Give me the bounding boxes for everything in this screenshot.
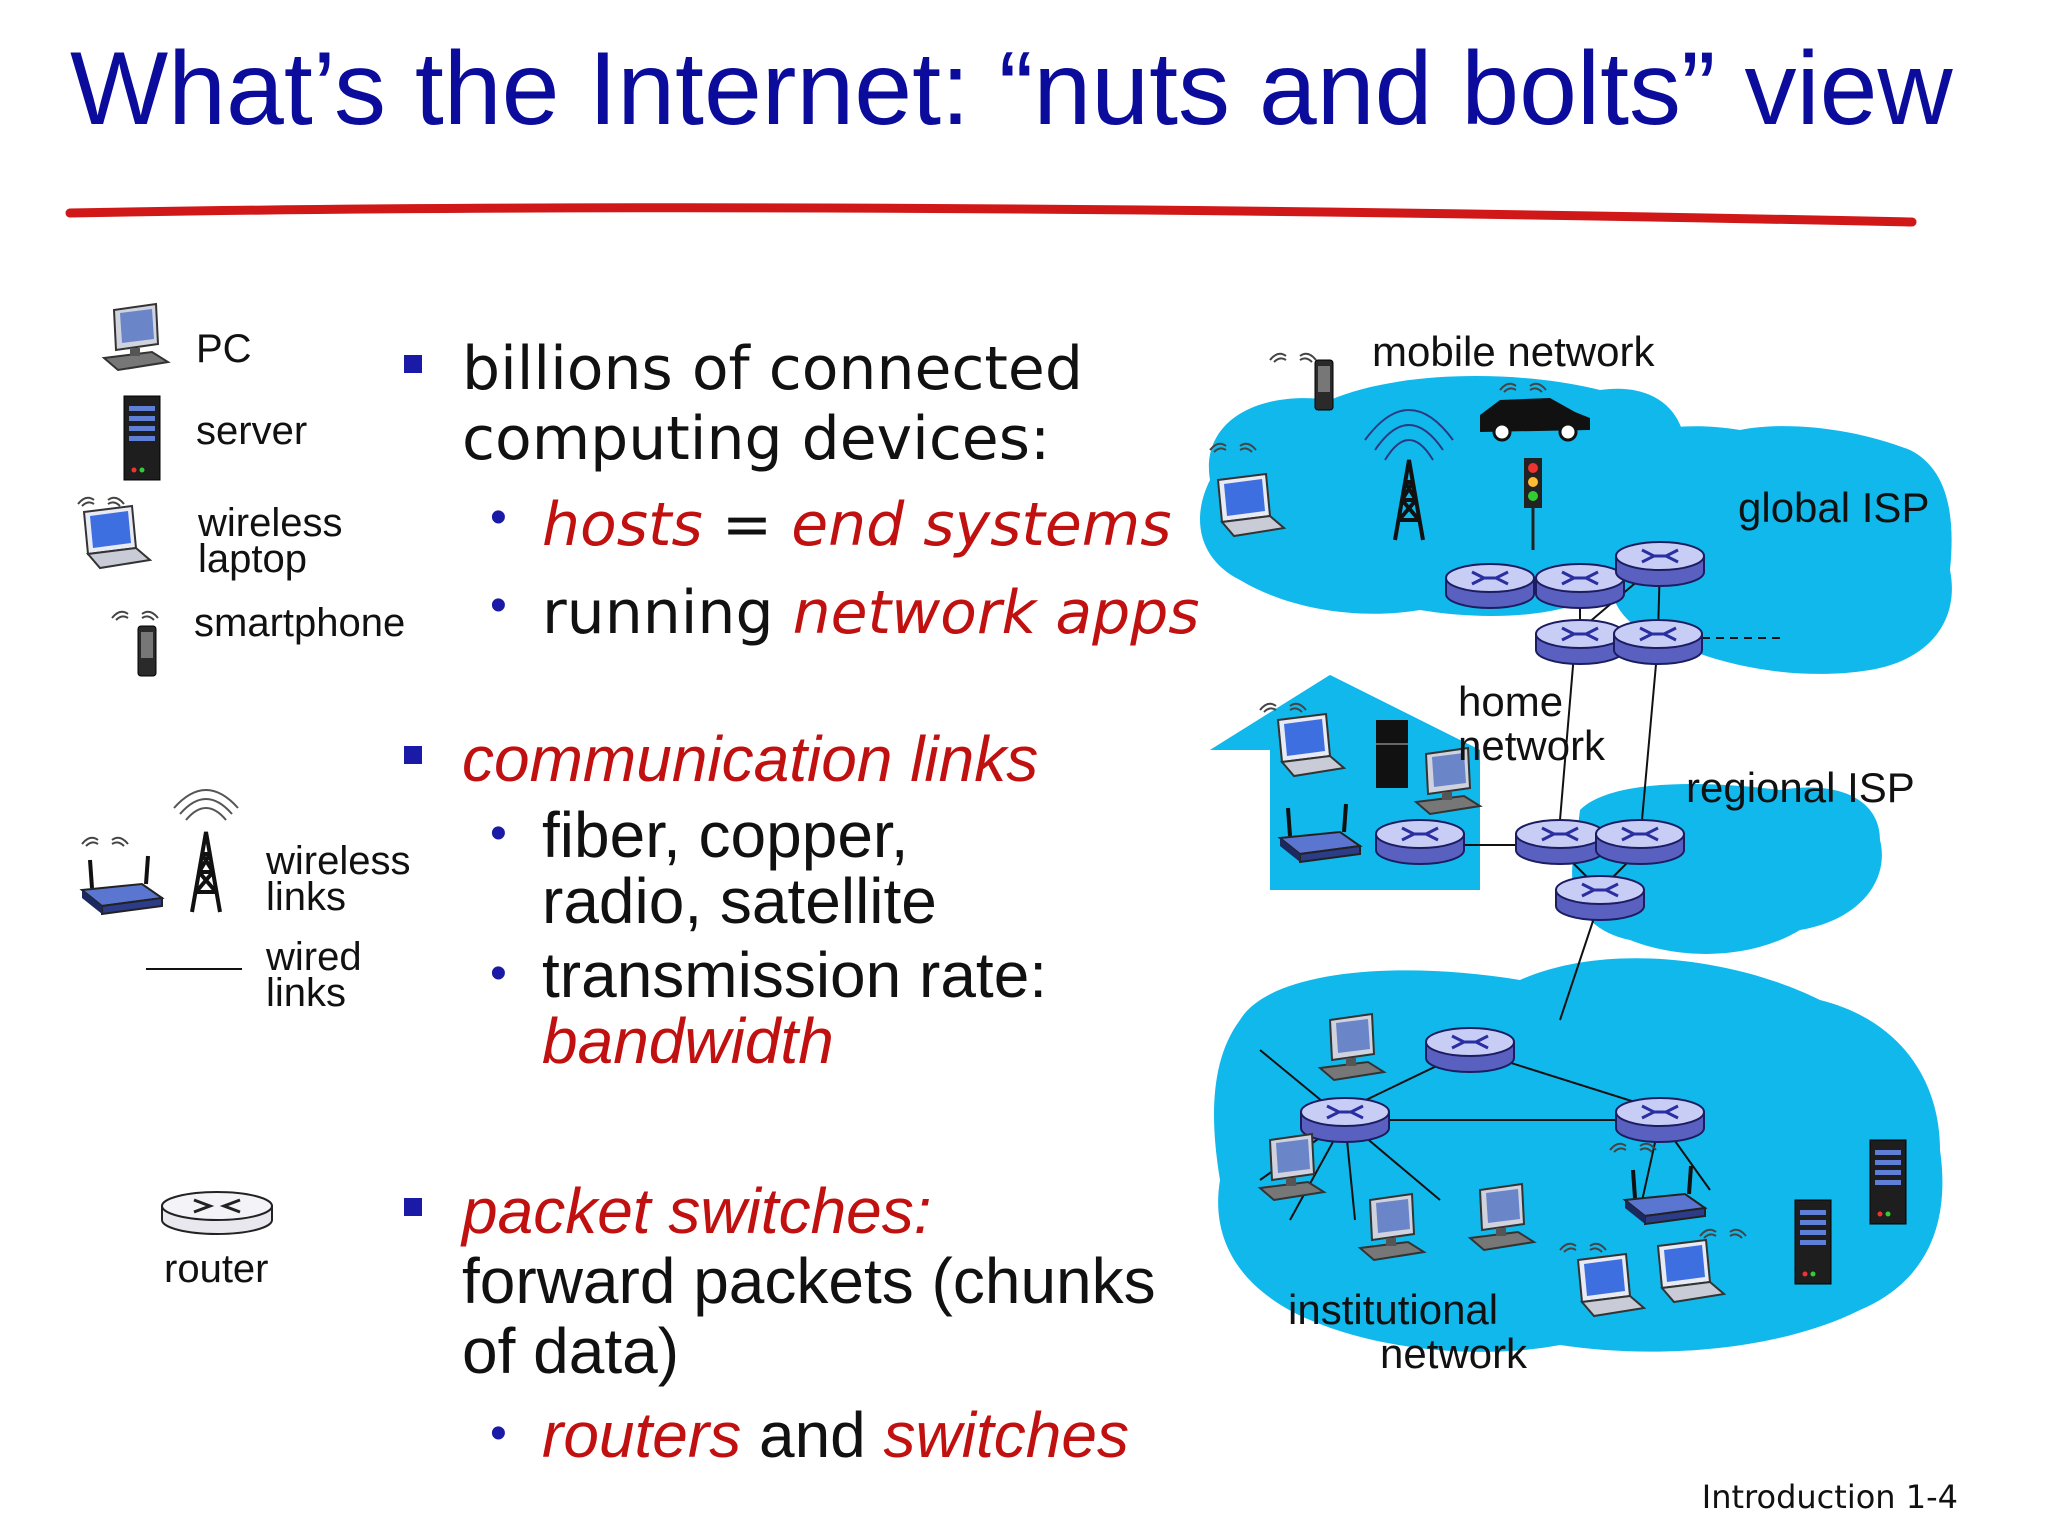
slide-footer: Introduction 1-4 [1701, 1478, 1958, 1516]
server-icon [1794, 1199, 1832, 1285]
router-icon [1612, 618, 1704, 666]
term-bandwidth: bandwidth [542, 1005, 834, 1077]
sub-bullet-dot: • [490, 579, 507, 632]
sub-bullet-dot: • [490, 491, 507, 544]
wired-link-line [146, 968, 242, 970]
regional-isp-label: regional ISP [1686, 764, 1915, 811]
router-icon [1299, 1096, 1391, 1144]
legend-wired-links-label-1: wired [266, 935, 362, 979]
legend-smartphone-label: smartphone [194, 601, 406, 645]
and-text: and [741, 1399, 884, 1471]
bullet-2-line-1: communication links [462, 723, 1039, 795]
bullet-3-sub-1: routers and switches [542, 1400, 1129, 1470]
router-icon [1514, 818, 1606, 866]
router-icon [1534, 562, 1626, 610]
router-icon [1594, 818, 1686, 866]
smartphone-icon [111, 610, 159, 677]
smartphone-icon [1314, 359, 1334, 411]
router-icon [1614, 540, 1706, 588]
network-diagram [1200, 352, 1952, 1352]
equals-sign: = [702, 490, 792, 560]
sub-bullet-dot: • [490, 807, 507, 860]
legend-router-label: router [164, 1247, 269, 1291]
sub-bullet-dot: • [490, 947, 507, 1000]
term-network-apps: network apps [792, 578, 1200, 648]
legend-server-label: server [196, 409, 308, 453]
router-icon [1554, 874, 1646, 922]
bullet-1-sub-2: running network apps [542, 578, 1200, 648]
bullet-3-line-3: of data) [462, 1315, 680, 1387]
legend-wireless-links-label-2: links [266, 875, 347, 919]
wireless-waves-icon [1269, 352, 1317, 363]
slide-title: What’s the Internet: “nuts and bolts” vi… [70, 31, 1953, 147]
router-icon [1424, 1026, 1516, 1074]
term-switches: switches [883, 1399, 1129, 1471]
car-icon [1480, 398, 1590, 442]
fridge-icon [1376, 720, 1408, 788]
server-icon [1869, 1139, 1907, 1225]
wireless-laptop-icon [77, 496, 151, 569]
router-icon [1444, 562, 1536, 610]
bullet-2-sub-1-line-2: radio, satellite [542, 865, 937, 937]
bullet-1-marker [404, 355, 422, 373]
term-hosts: hosts [542, 490, 703, 560]
legend-pc-label: PC [196, 327, 252, 371]
bullet-2-marker [404, 746, 422, 764]
bullet-2-sub-1-line-1: fiber, copper, [542, 799, 909, 871]
bullet-3-marker [404, 1198, 422, 1216]
router-icon [1614, 1096, 1706, 1144]
router-icon [161, 1191, 273, 1235]
server-icon [123, 395, 161, 481]
institutional-network-label-2: network [1380, 1330, 1528, 1377]
bullet-3-line-1: packet switches: [462, 1175, 932, 1247]
bullet-1-line-1: billions of connected [462, 334, 1083, 404]
home-network-label-1: home [1458, 678, 1564, 725]
global-isp-label: global ISP [1738, 484, 1930, 531]
legend-laptop-label: laptop [198, 537, 307, 581]
legend-wired-links-label-2: links [266, 971, 347, 1015]
bullet-2-sub-2-line-1: transmission rate: [542, 939, 1048, 1011]
traffic-light-icon [1524, 458, 1542, 550]
bullet-1-line-2: computing devices: [462, 404, 1051, 474]
global-isp-cloud [1602, 426, 1952, 674]
bullet-3-line-2: forward packets (chunks [462, 1245, 1156, 1317]
bullet-1-sub-1: hosts = end systems [542, 490, 1171, 560]
router-icon [1534, 618, 1626, 666]
institutional-network-label-1: institutional [1288, 1286, 1499, 1333]
sub-bullet-dot: • [490, 1407, 507, 1460]
legend-wireless-links-label-1: wireless [266, 839, 411, 883]
mobile-network-label: mobile network [1372, 328, 1655, 375]
running-text: running [542, 578, 793, 648]
term-end-systems: end systems [791, 490, 1172, 560]
legend-wireless-label: wireless [198, 501, 343, 545]
term-routers: routers [542, 1399, 742, 1471]
home-network-label-2: network [1458, 722, 1606, 769]
wireless-links-icon [80, 789, 239, 916]
router-icon [1374, 818, 1466, 866]
strike-through-line [65, 203, 1917, 227]
